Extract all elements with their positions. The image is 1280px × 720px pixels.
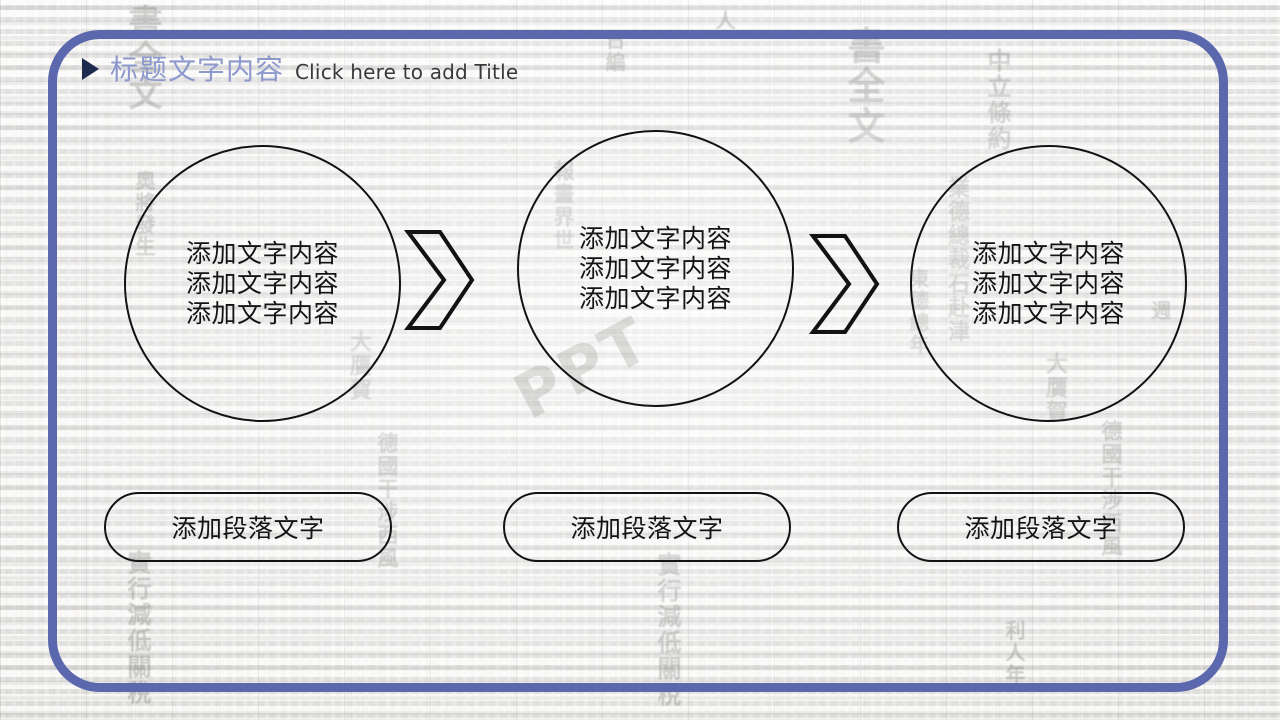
pill-label: 添加段落文字 xyxy=(570,514,724,543)
title-primary: 标题文字内容 xyxy=(110,53,285,86)
circle-text-block-2: 添加文字内容 添加文字内容 添加文字内容 xyxy=(579,224,732,314)
circle-line: 添加文字内容 xyxy=(185,238,339,268)
process-pill-1[interactable]: 添加段落文字 xyxy=(104,492,392,562)
circle-line: 添加文字内容 xyxy=(578,223,732,253)
circle-line: 添加文字内容 xyxy=(971,298,1125,328)
circle-line: 添加文字内容 xyxy=(185,298,339,328)
circle-line: 添加文字内容 xyxy=(971,268,1125,298)
circle-text-block-1: 添加文字内容 添加文字内容 添加文字内容 xyxy=(186,239,339,329)
title-secondary: Click here to add Title xyxy=(295,60,519,84)
circle-line: 添加文字内容 xyxy=(578,253,732,283)
process-circle-2[interactable]: 添加文字内容 添加文字内容 添加文字内容 xyxy=(517,130,794,407)
circle-line: 添加文字内容 xyxy=(185,268,339,298)
process-pill-2[interactable]: 添加段落文字 xyxy=(503,492,791,562)
pill-label: 添加段落文字 xyxy=(171,514,325,543)
pill-label: 添加段落文字 xyxy=(964,514,1118,543)
circle-text-block-3: 添加文字内容 添加文字内容 添加文字内容 xyxy=(972,239,1125,329)
process-pill-3[interactable]: 添加段落文字 xyxy=(897,492,1185,562)
circle-line: 添加文字内容 xyxy=(971,238,1125,268)
triangle-right-icon xyxy=(82,58,99,80)
page-title: 标题文字内容 Click here to add Title xyxy=(82,56,518,84)
circle-line: 添加文字内容 xyxy=(578,283,732,313)
